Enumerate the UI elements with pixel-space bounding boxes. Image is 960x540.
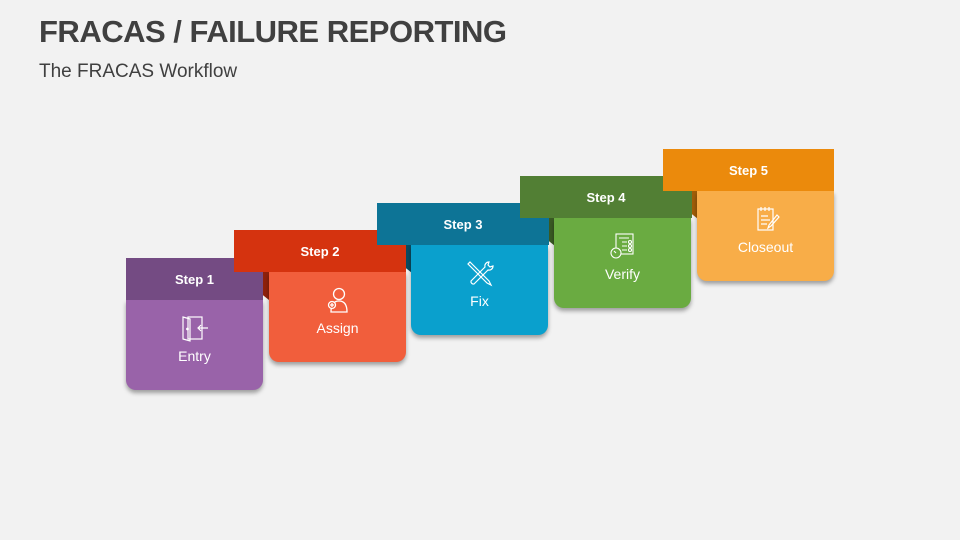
step-5-header: Step 5	[663, 149, 834, 191]
step-3-card: Fix	[411, 245, 548, 335]
step-4-label: Verify	[604, 266, 640, 282]
checklist-clock-icon	[609, 233, 634, 259]
step-4-card: Verify	[554, 218, 691, 308]
step-5-card: Closeout	[697, 191, 834, 281]
tools-icon	[466, 261, 494, 287]
step-2-card: Assign	[269, 272, 406, 362]
step-1-card: Entry	[126, 300, 263, 390]
step-2-band-fold	[371, 244, 406, 272]
door-enter-icon	[181, 316, 208, 342]
page-title: FRACAS / FAILURE REPORTING	[39, 14, 507, 49]
step-1: Entry Step 1	[126, 258, 298, 393]
step-5-label: Closeout	[737, 239, 794, 255]
page-subtitle: The FRACAS Workflow	[39, 61, 238, 82]
step-2-label: Assign	[316, 320, 359, 336]
step-3-label: Fix	[470, 293, 489, 309]
step-1-label: Entry	[178, 348, 211, 364]
add-user-icon	[327, 287, 348, 313]
notepad-pen-icon	[756, 207, 780, 231]
step-1-header: Step 1	[126, 258, 263, 300]
step-5: Closeout Step 5	[663, 149, 835, 284]
